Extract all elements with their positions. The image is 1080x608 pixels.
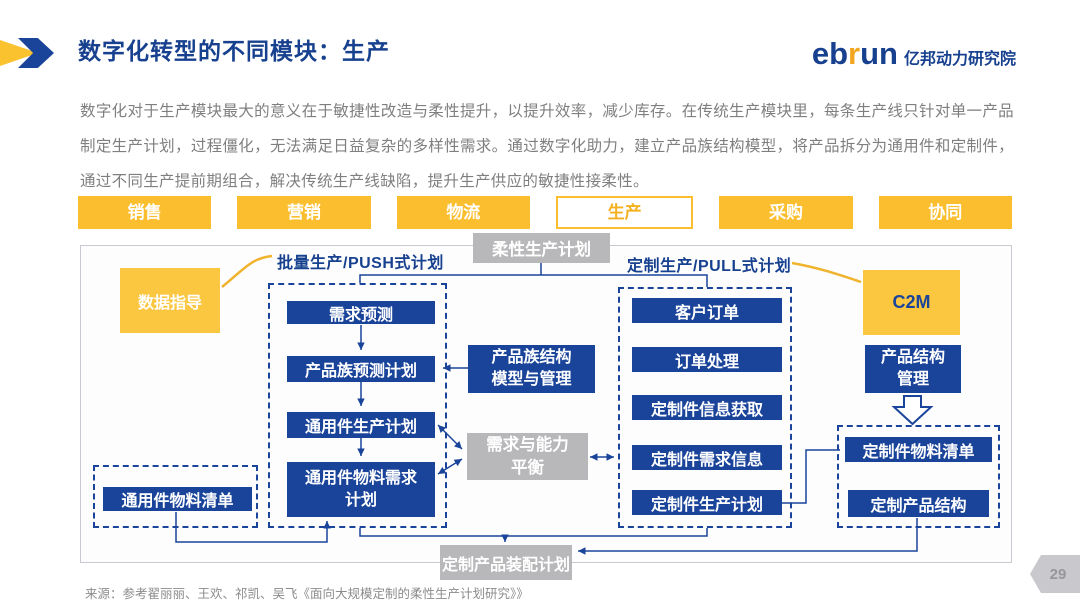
node-demand-forecast: 需求预测	[287, 301, 435, 324]
node-common-parts-material-requirement-plan: 通用件物料需求 计划	[287, 462, 435, 517]
pull-section-label: 定制生产/PULL式计划	[627, 258, 792, 275]
logo-text-un: un	[860, 36, 898, 71]
node-common-parts-production-plan: 通用件生产计划	[287, 412, 435, 438]
logo-text-r: r	[848, 36, 861, 71]
source-note: 来源：参考翟丽丽、王欢、祁凯、吴飞《面向大规模定制的柔性生产计划研究》》	[85, 587, 529, 601]
node-custom-product-assembly-plan: 定制产品装配计划	[440, 545, 572, 580]
tab-collaboration[interactable]: 协同	[878, 196, 1012, 229]
node-custom-product-structure: 定制产品结构	[848, 490, 989, 517]
tab-procurement[interactable]: 采购	[719, 196, 853, 229]
header-arrow-icon	[0, 38, 56, 68]
node-c2m: C2M	[863, 270, 960, 335]
node-demand-capacity-balance: 需求与能力 平衡	[467, 433, 588, 480]
tab-production[interactable]: 生产	[555, 196, 694, 229]
intro-paragraph: 数字化对于生产模块最大的意义在于敏捷性改造与柔性提升，以提升效率，减少库存。在传…	[80, 103, 1014, 190]
node-custom-parts-info-acquisition: 定制件信息获取	[632, 395, 782, 420]
logo-text-eb: eb	[811, 36, 849, 71]
node-order-processing: 订单处理	[632, 347, 782, 372]
node-product-family-structure-model: 产品族结构 模型与管理	[468, 345, 595, 393]
tab-logistics[interactable]: 物流	[396, 196, 530, 229]
page-title: 数字化转型的不同模块：生产	[78, 38, 390, 64]
node-data-guidance: 数据指导	[120, 268, 220, 333]
node-custom-parts-demand-info: 定制件需求信息	[632, 445, 782, 470]
node-common-parts-bom: 通用件物料清单	[103, 487, 252, 511]
node-product-structure-management: 产品结构 管理	[865, 345, 961, 393]
node-product-family-forecast-plan: 产品族预测计划	[287, 356, 435, 382]
logo-suffix: 亿邦动力研究院	[903, 51, 1016, 68]
node-flexible-production-plan: 柔性生产计划	[473, 233, 610, 263]
node-customer-order: 客户订单	[632, 298, 782, 323]
push-plan-container	[268, 283, 447, 528]
node-custom-parts-bom: 定制件物料清单	[845, 437, 992, 462]
tab-marketing[interactable]: 营销	[237, 196, 371, 229]
node-custom-parts-production-plan: 定制件生产计划	[632, 490, 782, 515]
push-section-label: 批量生产/PUSH式计划	[277, 255, 444, 272]
page-number-badge: 29	[1030, 555, 1080, 593]
tab-sales[interactable]: 销售	[78, 196, 212, 229]
module-tabs: 销售 营销 物流 生产 采购 协同	[78, 196, 1012, 229]
